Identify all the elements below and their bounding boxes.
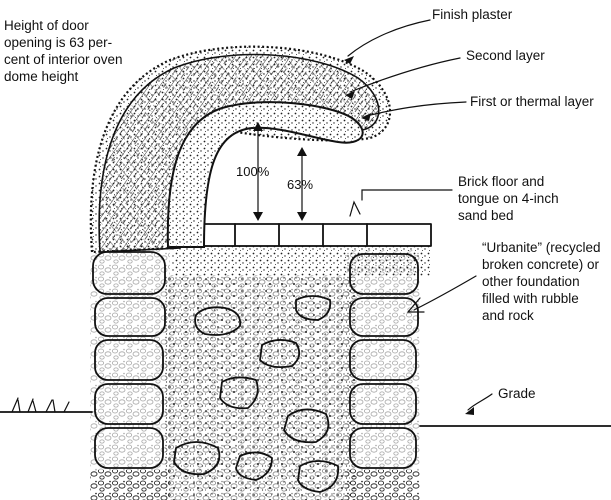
right-foundation-wall (345, 250, 420, 500)
label-first-layer: First or thermal layer (470, 94, 594, 109)
pct-100-label: 100% (236, 164, 270, 179)
height-arrow-100 (253, 122, 263, 221)
foundation-fill (165, 275, 355, 500)
pct-63-label: 63% (287, 177, 313, 192)
leader-lines (344, 19, 493, 415)
door-height-note: Height of door opening is 63 per- cent o… (4, 18, 126, 84)
label-urbanite: “Urbanite” (recycled broken concrete) or… (482, 240, 604, 323)
label-finish-plaster: Finish plaster (432, 7, 513, 22)
grade-line (0, 397, 611, 427)
label-brick-floor: Brick floor and tongue on 4-inch sand be… (458, 174, 562, 223)
label-second-layer: Second layer (466, 48, 545, 63)
brick-floor (194, 223, 432, 247)
left-foundation-wall (90, 250, 170, 500)
height-arrow-63 (297, 147, 307, 221)
label-grade: Grade (498, 386, 536, 401)
